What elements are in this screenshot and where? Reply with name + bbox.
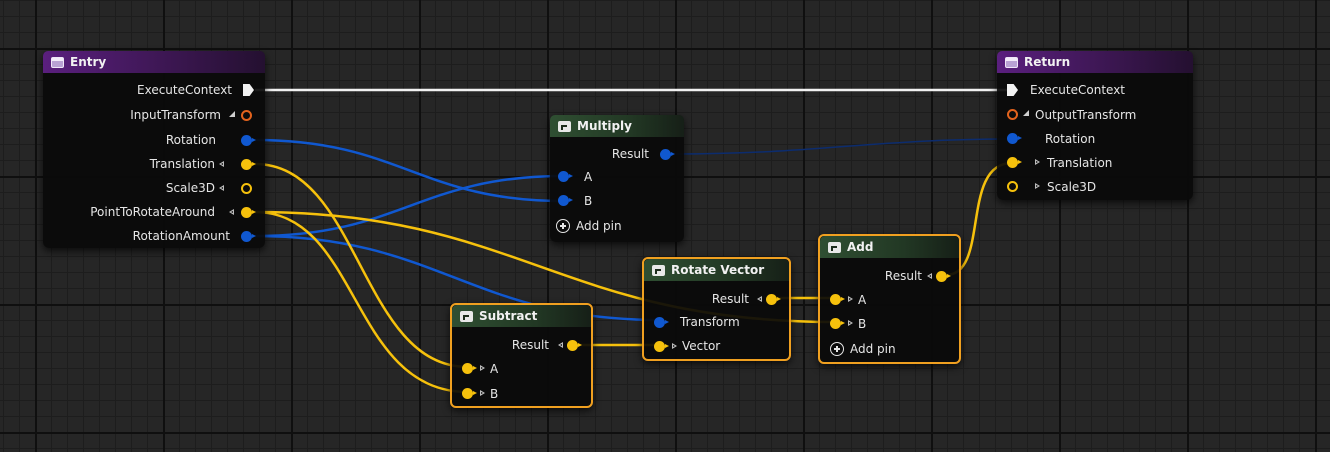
event-icon bbox=[51, 56, 64, 68]
rotate-vector-node[interactable]: Rotate Vector Result Transform Vector bbox=[642, 257, 791, 361]
subtract-b-pin[interactable] bbox=[462, 388, 477, 399]
subtract-a-expand-icon[interactable] bbox=[480, 365, 485, 371]
entry-scale3d-pin[interactable] bbox=[241, 183, 252, 194]
subtract-result-label: Result bbox=[511, 338, 549, 352]
return-pin-label-translation: Translation bbox=[1047, 156, 1113, 170]
entry-pin-label-translation: Translation bbox=[149, 157, 215, 171]
multiply-node-header[interactable]: Multiply bbox=[550, 115, 684, 137]
rotate-vector-vector-expand-icon[interactable] bbox=[672, 343, 677, 349]
rotate-vector-node-header[interactable]: Rotate Vector bbox=[644, 259, 789, 281]
add-node[interactable]: Add Result A B Add pin bbox=[818, 234, 961, 364]
multiply-node[interactable]: Multiply Result A B Add pin bbox=[550, 115, 684, 242]
entry-translation-pin[interactable] bbox=[241, 159, 256, 170]
subtract-node-header[interactable]: Subtract bbox=[452, 305, 591, 327]
return-rotation-pin[interactable] bbox=[1007, 133, 1022, 144]
entry-node[interactable]: Entry ExecuteContext InputTransform Rota… bbox=[43, 51, 265, 248]
point-to-rotate-around-collapse-icon[interactable] bbox=[229, 209, 234, 215]
wire-point-to-subtract-b[interactable] bbox=[254, 210, 469, 394]
input-transform-expand-icon[interactable] bbox=[229, 111, 235, 117]
wire-translation-to-subtract-a[interactable] bbox=[254, 162, 469, 369]
subtract-a-pin[interactable] bbox=[462, 363, 477, 374]
multiply-result-pin[interactable] bbox=[660, 149, 675, 160]
return-pin-label-output-transform: OutputTransform bbox=[1035, 108, 1137, 122]
entry-input-transform-pin[interactable] bbox=[241, 110, 252, 121]
multiply-b-pin[interactable] bbox=[558, 195, 573, 206]
add-node-title: Add bbox=[847, 240, 874, 254]
function-icon bbox=[828, 241, 841, 253]
entry-node-title: Entry bbox=[70, 55, 107, 69]
entry-point-to-rotate-around-pin[interactable] bbox=[241, 207, 256, 218]
add-result-label: Result bbox=[884, 269, 922, 283]
subtract-node[interactable]: Subtract Result A B bbox=[450, 303, 593, 408]
multiply-a-pin[interactable] bbox=[558, 171, 573, 182]
event-icon bbox=[1005, 56, 1018, 68]
scale3d-expand-icon[interactable] bbox=[1035, 183, 1040, 189]
entry-pin-label-point-to-rotate-around: PointToRotateAround bbox=[90, 205, 215, 219]
add-b-label: B bbox=[858, 317, 867, 331]
entry-node-header[interactable]: Entry bbox=[43, 51, 265, 73]
rotate-vector-result-label: Result bbox=[711, 292, 749, 306]
add-a-pin[interactable] bbox=[830, 294, 845, 305]
add-a-expand-icon[interactable] bbox=[848, 296, 853, 302]
return-node[interactable]: Return ExecuteContext OutputTransform Ro… bbox=[997, 51, 1193, 200]
rotate-vector-result-pin[interactable] bbox=[766, 294, 781, 305]
wire-rotation-to-multiply-b[interactable] bbox=[254, 138, 564, 203]
multiply-a-label: A bbox=[584, 170, 593, 184]
entry-execute-context-pin[interactable] bbox=[243, 84, 254, 96]
entry-pin-label-rotation-amount: RotationAmount bbox=[132, 229, 230, 243]
return-translation-pin[interactable] bbox=[1007, 157, 1022, 168]
rotate-vector-vector-label: Vector bbox=[682, 339, 721, 353]
rotate-vector-transform-label: Transform bbox=[680, 315, 740, 329]
translation-expand-icon[interactable] bbox=[1035, 159, 1040, 165]
return-execute-context-pin[interactable] bbox=[1007, 84, 1018, 96]
return-scale3d-pin[interactable] bbox=[1007, 181, 1018, 192]
add-node-header[interactable]: Add bbox=[820, 236, 959, 258]
add-a-label: A bbox=[858, 293, 867, 307]
multiply-b-label: B bbox=[584, 194, 593, 208]
rotate-vector-node-title: Rotate Vector bbox=[671, 263, 765, 277]
scale3d-collapse-icon[interactable] bbox=[219, 185, 224, 191]
function-icon bbox=[652, 264, 665, 276]
return-pin-label-scale3d: Scale3D bbox=[1047, 180, 1097, 194]
entry-rotation-pin[interactable] bbox=[241, 135, 256, 146]
multiply-add-pin-button[interactable]: Add pin bbox=[556, 219, 622, 233]
add-result-collapse-icon[interactable] bbox=[927, 273, 932, 279]
return-pin-label-rotation: Rotation bbox=[1045, 132, 1096, 146]
rotate-vector-result-collapse-icon[interactable] bbox=[757, 296, 762, 302]
entry-pin-label-input-transform: InputTransform bbox=[130, 108, 221, 122]
subtract-result-collapse-icon[interactable] bbox=[558, 342, 563, 348]
entry-pin-label-scale3d: Scale3D bbox=[165, 181, 215, 195]
function-icon bbox=[558, 120, 571, 132]
add-b-pin[interactable] bbox=[830, 318, 845, 329]
add-result-pin[interactable] bbox=[936, 271, 951, 282]
rotate-vector-vector-pin[interactable] bbox=[654, 341, 669, 352]
subtract-result-pin[interactable] bbox=[567, 340, 582, 351]
subtract-a-label: A bbox=[490, 362, 499, 376]
entry-pin-label-rotation: Rotation bbox=[165, 133, 216, 147]
subtract-b-expand-icon[interactable] bbox=[480, 390, 485, 396]
return-node-title: Return bbox=[1024, 55, 1071, 69]
multiply-result-label: Result bbox=[611, 147, 649, 161]
entry-pin-label-execute-context: ExecuteContext bbox=[137, 83, 232, 97]
plus-circle-icon bbox=[830, 342, 844, 356]
multiply-node-title: Multiply bbox=[577, 119, 632, 133]
add-add-pin-label: Add pin bbox=[850, 342, 896, 356]
return-output-transform-pin[interactable] bbox=[1007, 109, 1018, 120]
entry-rotation-amount-pin[interactable] bbox=[241, 231, 256, 242]
return-node-header[interactable]: Return bbox=[997, 51, 1193, 73]
plus-circle-icon bbox=[556, 219, 570, 233]
multiply-add-pin-label: Add pin bbox=[576, 219, 622, 233]
translation-collapse-icon[interactable] bbox=[219, 161, 224, 167]
subtract-b-label: B bbox=[490, 387, 499, 401]
output-transform-collapse-icon[interactable] bbox=[1023, 110, 1029, 116]
add-add-pin-button[interactable]: Add pin bbox=[830, 342, 896, 356]
return-pin-label-execute-context: ExecuteContext bbox=[1030, 83, 1125, 97]
wire-rotation-amount-to-multiply-a[interactable] bbox=[254, 174, 564, 238]
wire-multiply-result-to-return-rotation[interactable] bbox=[673, 138, 1013, 155]
add-b-expand-icon[interactable] bbox=[848, 320, 853, 326]
function-icon bbox=[460, 310, 473, 322]
rotate-vector-transform-pin[interactable] bbox=[654, 317, 669, 328]
subtract-node-title: Subtract bbox=[479, 309, 538, 323]
